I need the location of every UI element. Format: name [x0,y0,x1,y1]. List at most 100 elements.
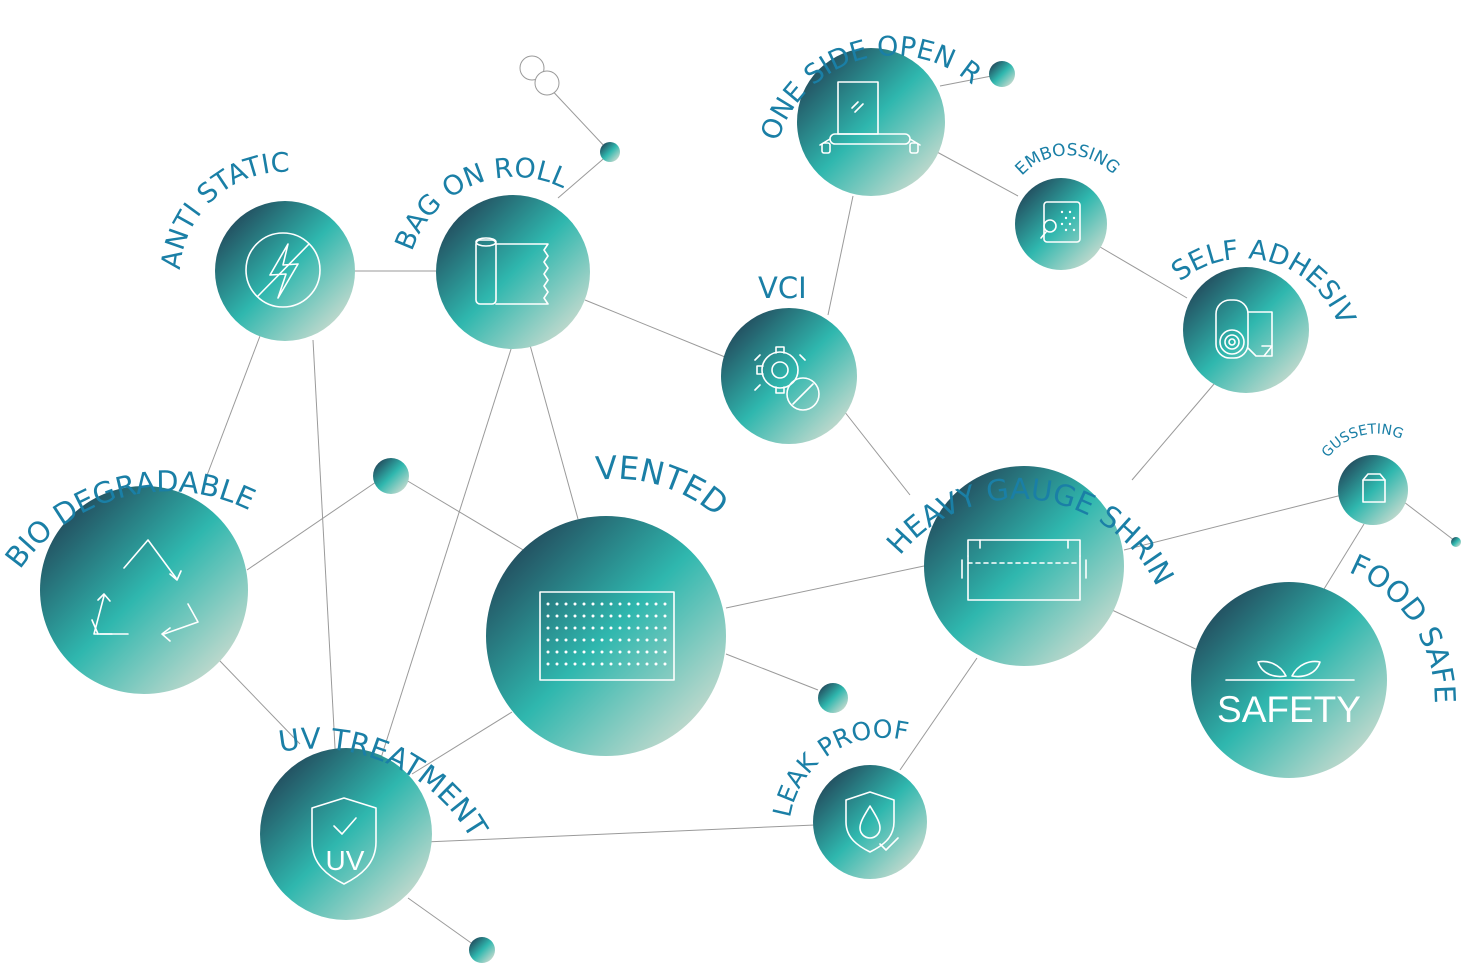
perforation-dot [663,650,667,654]
node-leak-proof: LEAK PROOF [767,715,927,879]
uv-text: UV [326,845,365,876]
perforation-dot [573,650,577,654]
no-static-icon [245,232,321,308]
perforation-dot [564,626,568,630]
shrink-wrap-icon [961,539,1087,601]
perforation-dot [555,602,559,606]
recycle-icon [91,539,199,642]
perforation-dot [582,626,586,630]
perforation-dot [609,626,613,630]
paper-roll-icon [475,237,549,305]
perforation-dot [627,614,631,618]
perforation-dot [654,650,658,654]
svg-text:GUSSETING: GUSSETING [1319,421,1406,460]
perforation-dot [573,662,577,666]
connector-dot [600,142,620,162]
perforation-dot [546,602,550,606]
perforation-dot [582,662,586,666]
perforation-dot [600,662,604,666]
perforation-dot [573,626,577,630]
perforation-dot [546,650,550,654]
film-roller-icon [819,81,921,154]
perforation-dot [573,638,577,642]
node-bag-on-roll: BAG ON ROLL [389,153,590,349]
perforation-dot [591,602,595,606]
perforation-dot [564,662,568,666]
svg-text:EMBOSSING: EMBOSSING [1012,140,1124,179]
perforation-dot [555,662,559,666]
perforation-dot [618,662,622,666]
node-label: VCI [758,271,807,305]
perforation-dot [645,626,649,630]
perforation-dot [618,638,622,642]
perforation-dot [600,614,604,618]
adhesive-roll-icon [1215,299,1273,359]
safety-text: SAFETY [1217,689,1361,730]
perforation-dot [663,614,667,618]
perforation-dot [564,650,568,654]
perforation-dot [645,662,649,666]
perforation-dot [582,602,586,606]
svg-text:VENTED: VENTED [594,449,735,524]
perforation-dot [564,614,568,618]
perforation-dot [555,614,559,618]
safety-leaf-icon: SAFETY [1217,660,1361,730]
connector-dot [818,683,848,713]
perforation-dot [555,626,559,630]
node-label: GUSSETING [1319,421,1406,460]
perforation-dot [609,602,613,606]
perforation-dot [618,602,622,606]
perforated-sheet-icon [539,591,675,681]
perforation-dot [573,614,577,618]
hollow-ring [519,55,545,81]
perforation-dot [600,650,604,654]
connector-dot [373,458,409,494]
perforation-dot [663,602,667,606]
perforation-dot [573,602,577,606]
node-anti-static: ANTI STATIC [156,147,355,341]
node-bio-degradable: BIO DEGRADABLE [0,464,260,694]
perforation-dot [663,626,667,630]
perforation-dot [591,614,595,618]
node-gusseting: GUSSETING [1319,421,1408,525]
perforation-dot [627,602,631,606]
hollow-ring [534,70,560,96]
decorative-dots [373,55,1461,963]
perforation-dot [636,662,640,666]
node-label: VENTED [594,449,735,524]
perforation-dot [600,602,604,606]
perforation-dot [645,614,649,618]
perforation-dot [546,638,550,642]
perforation-dot [555,638,559,642]
perforation-dot [618,650,622,654]
perforation-dot [645,638,649,642]
perforation-dot [654,602,658,606]
gear-icon [754,346,820,411]
perforation-dot [654,614,658,618]
perforation-dot [627,650,631,654]
perforation-dot [591,638,595,642]
embossed-sheet-icon [1040,201,1081,243]
connector-dot [1451,537,1461,547]
perforation-dot [636,602,640,606]
connector-dot [989,61,1015,87]
drop-shield-icon [845,791,899,853]
gusset-bag-icon [1362,473,1386,503]
node-one-side-open-roll: ONE SIDE OPEN ROLL [0,0,987,196]
perforation-dot [582,638,586,642]
perforation-dot [609,662,613,666]
perforation-dot [546,626,550,630]
perforation-dot [645,602,649,606]
perforation-dot [627,626,631,630]
perforation-dot [591,650,595,654]
perforation-dot [654,638,658,642]
node-label: EMBOSSING [1012,140,1124,179]
perforation-dot [582,614,586,618]
perforation-dot [609,638,613,642]
perforation-dot [546,662,550,666]
perforation-dot [564,638,568,642]
perforation-dot [663,662,667,666]
perforation-dot [636,614,640,618]
perforation-dot [663,638,667,642]
perforation-dot [636,638,640,642]
